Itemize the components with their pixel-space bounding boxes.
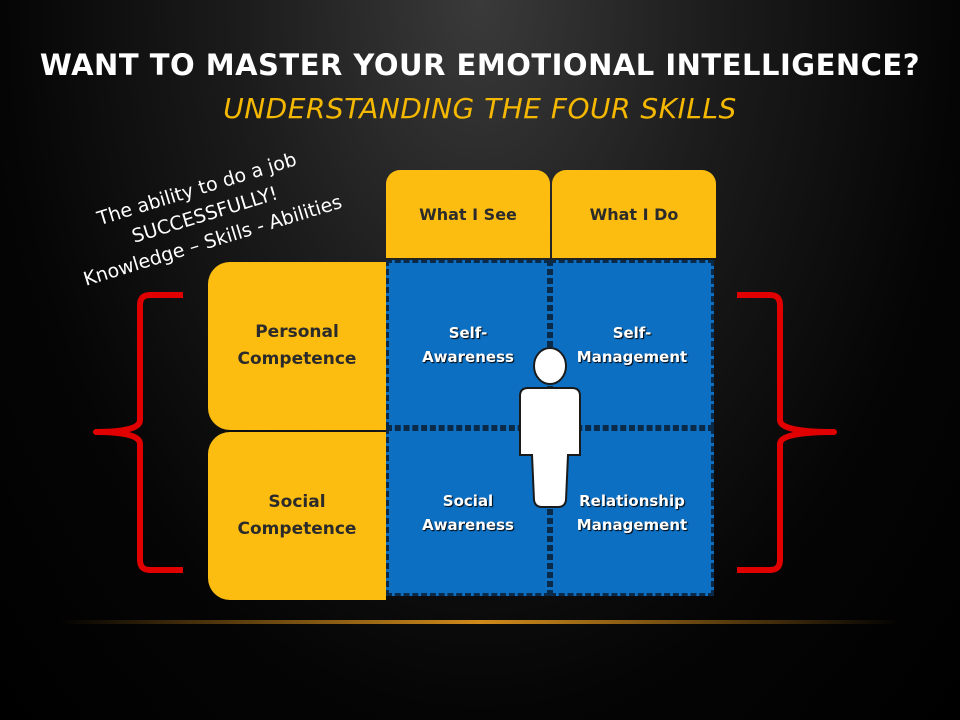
row-label-social-competence: Social Competence [208, 432, 386, 600]
row-label-personal-competence: Personal Competence [208, 262, 386, 430]
cell-self-management-line2: Management [576, 348, 688, 366]
cell-self-awareness-line2: Awareness [422, 348, 514, 366]
row-label-personal-line2: Competence [237, 349, 357, 369]
cell-self-management-line1: Self- [612, 324, 652, 342]
column-header-what-i-do: What I Do [552, 170, 716, 258]
person-icon [519, 347, 581, 508]
right-brace-icon [737, 292, 837, 573]
left-brace-icon [93, 292, 183, 573]
cell-relationship-management-line1: Relationship [579, 492, 685, 510]
cell-social-awareness-line1: Social [442, 492, 494, 510]
cell-social-awareness-line2: Awareness [422, 516, 514, 534]
row-label-personal-line1: Personal [255, 322, 339, 342]
row-label-social-line2: Competence [237, 519, 357, 539]
slide-subtitle: UNDERSTANDING THE FOUR SKILLS [223, 92, 737, 125]
row-label-social-line1: Social [268, 492, 326, 512]
floor-glow-line [60, 620, 900, 624]
cell-self-awareness-line1: Self- [448, 324, 488, 342]
cell-relationship-management-line2: Management [576, 516, 688, 534]
column-header-what-i-see: What I See [386, 170, 550, 258]
slide-title: WANT TO MASTER YOUR EMOTIONAL INTELLIGEN… [39, 48, 921, 82]
